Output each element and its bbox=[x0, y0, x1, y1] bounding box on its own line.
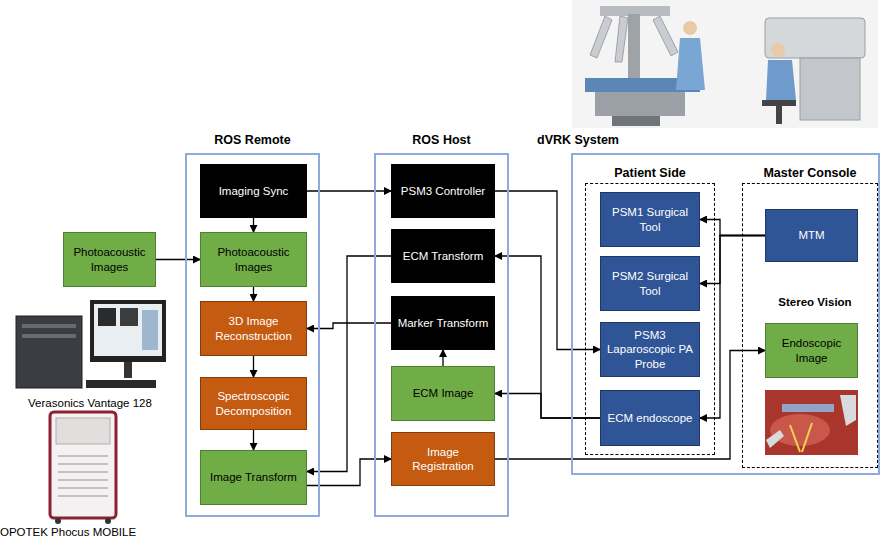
box-label: Spectroscopic Decomposition bbox=[201, 389, 306, 418]
robot-column bbox=[628, 14, 640, 84]
connector-arrow bbox=[700, 236, 765, 284]
robot-component-box: PSM2 Surgical Tool bbox=[600, 256, 700, 311]
group-label: Stereo Vision bbox=[752, 296, 878, 308]
robot-component-box: PSM1 Surgical Tool bbox=[600, 192, 700, 247]
monitor-stand bbox=[124, 362, 132, 378]
box-label: Image Transform bbox=[205, 470, 302, 484]
image-box: Image Transform bbox=[200, 450, 307, 505]
keyboard bbox=[86, 380, 156, 388]
computer-tower bbox=[16, 316, 82, 388]
transform-box: Imaging Sync bbox=[200, 164, 307, 218]
box-label: 3D Image Reconstruction bbox=[201, 314, 306, 343]
box-label: Marker Transform bbox=[393, 316, 494, 330]
opotek-photo bbox=[50, 412, 116, 524]
box-label: Photoacoustic Images bbox=[64, 245, 155, 274]
connector-arrow bbox=[253, 218, 254, 232]
group-box: Master ConsoleMTMEndoscopic Image bbox=[742, 183, 878, 468]
console-viewer bbox=[765, 18, 865, 58]
box-label: PSM3 Controller bbox=[396, 184, 490, 198]
box-label: Endoscopic Image bbox=[766, 336, 857, 365]
photo-ground bbox=[572, 0, 878, 128]
overlay-bar bbox=[782, 404, 834, 412]
laser-vents bbox=[58, 456, 108, 496]
image-box: Photoacoustic Images bbox=[63, 232, 156, 287]
system-panel: ROS RemoteImaging SyncPhotoacoustic Imag… bbox=[185, 153, 320, 517]
robot-component-box: PSM3 Laparoscopic PA Probe bbox=[600, 322, 700, 377]
box-label: ECM Image bbox=[408, 386, 479, 400]
box-label: PSM2 Surgical Tool bbox=[601, 269, 699, 298]
box-label: Photoacoustic Images bbox=[201, 245, 306, 274]
processing-box: Image Registration bbox=[391, 432, 495, 486]
connector-arrow bbox=[700, 220, 765, 236]
image-box: Photoacoustic Images bbox=[200, 232, 307, 287]
robot-component-box: MTM bbox=[765, 209, 858, 262]
box-label: ECM Transform bbox=[398, 249, 489, 263]
connector-arrow bbox=[253, 430, 254, 450]
box-label: MTM bbox=[793, 228, 829, 242]
laser-cabinet bbox=[50, 412, 116, 518]
transform-box: ECM Transform bbox=[391, 229, 495, 283]
system-panel: ROS HostPSM3 ControllerECM TransformMark… bbox=[374, 153, 509, 517]
tissue-highlight bbox=[770, 414, 830, 446]
surgeon-body bbox=[766, 60, 796, 100]
surgeon-head bbox=[771, 43, 785, 57]
robot-component-box: ECM endoscope bbox=[600, 390, 700, 446]
image-box: Endoscopic Image bbox=[765, 323, 858, 378]
device-label: OPOTEK Phocus MOBILE bbox=[0, 526, 122, 538]
endoscope-view bbox=[765, 390, 858, 455]
box-label: PSM3 Laparoscopic PA Probe bbox=[601, 328, 699, 371]
transform-box: PSM3 Controller bbox=[391, 164, 495, 218]
vessel-overlay bbox=[802, 423, 812, 452]
tissue-view bbox=[765, 390, 858, 455]
surgeon-seat bbox=[762, 100, 796, 106]
wheel bbox=[105, 518, 111, 524]
verasonics-photo bbox=[16, 300, 166, 388]
group-heading: Patient Side bbox=[586, 166, 714, 180]
processing-box: Spectroscopic Decomposition bbox=[200, 377, 307, 430]
box-label: ECM endoscope bbox=[602, 411, 697, 425]
surgical-tool bbox=[766, 430, 784, 448]
connector-arrow bbox=[700, 236, 765, 419]
processing-box: 3D Image Reconstruction bbox=[200, 301, 307, 356]
transform-box: Marker Transform bbox=[391, 296, 495, 350]
screen-panel bbox=[142, 310, 158, 350]
connector-arrow bbox=[442, 350, 443, 366]
box-label: PSM1 Surgical Tool bbox=[601, 205, 699, 234]
box-label: Image Registration bbox=[392, 445, 494, 474]
group-heading: dVRK System bbox=[535, 133, 621, 147]
screen-image bbox=[98, 308, 116, 326]
group-heading: Master Console bbox=[743, 166, 877, 180]
monitor bbox=[90, 300, 166, 362]
connector-arrow bbox=[156, 259, 200, 260]
seat-post bbox=[776, 106, 782, 124]
assistant-head bbox=[683, 21, 697, 35]
screen-image bbox=[120, 308, 138, 326]
wheel bbox=[55, 518, 61, 524]
vessel-overlay bbox=[790, 425, 800, 452]
cart-base bbox=[612, 116, 660, 126]
surgical-tool bbox=[840, 395, 856, 426]
connector-arrow bbox=[253, 287, 254, 301]
group-heading: ROS Host bbox=[376, 133, 507, 147]
box-label: Imaging Sync bbox=[214, 184, 294, 198]
device-label: Verasonics Vantage 128 bbox=[0, 397, 180, 409]
tower-slot bbox=[22, 324, 76, 328]
image-box: ECM Image bbox=[391, 366, 495, 421]
group-heading: ROS Remote bbox=[187, 133, 318, 147]
tower-slot bbox=[22, 334, 76, 338]
robot-arms bbox=[590, 16, 678, 62]
assistant-gown bbox=[676, 38, 705, 90]
connector-arrow bbox=[253, 356, 254, 377]
table-base bbox=[595, 92, 685, 116]
dvrk-photo bbox=[572, 0, 878, 128]
laser-panel bbox=[56, 418, 110, 444]
group-box: Patient SidePSM1 Surgical ToolPSM2 Surgi… bbox=[585, 183, 715, 455]
console-body bbox=[800, 58, 860, 120]
monitor-screen bbox=[94, 304, 162, 356]
system-panel: dVRK SystemPatient SidePSM1 Surgical Too… bbox=[571, 153, 880, 475]
